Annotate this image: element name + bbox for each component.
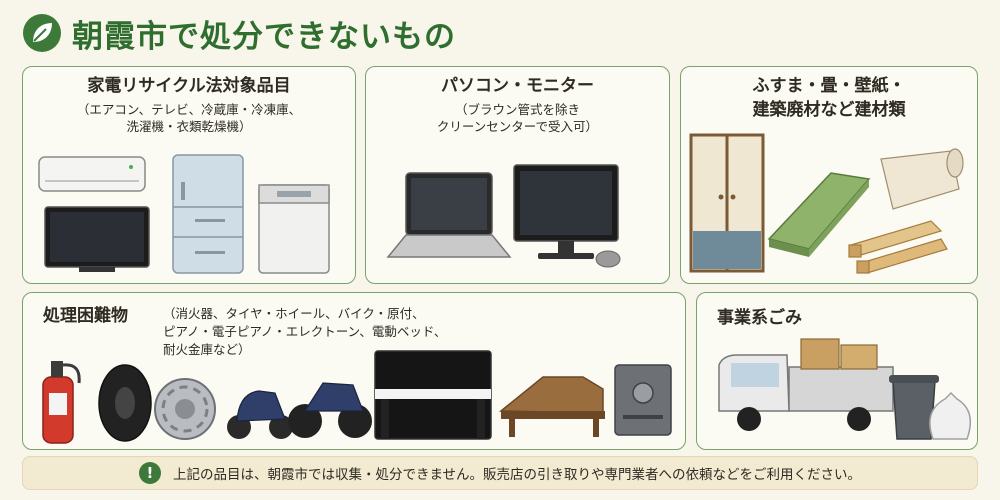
page-title: 朝霞市で処分できないもの — [72, 18, 456, 55]
panel-title: 処理困難物 — [43, 306, 128, 326]
tatami-icon — [767, 172, 871, 257]
exclamation-icon: ! — [138, 462, 161, 484]
header: 朝霞市で処分できないもの — [22, 10, 456, 56]
subtitle-line: （消火器、タイヤ・ホイール、バイク・原付、 — [163, 306, 425, 321]
electric-bed-icon — [498, 376, 605, 437]
difficult-illustration — [42, 350, 672, 444]
notice-text: 上記の品目は、朝霞市では収集・処分できません。販売店の引き取りや専門業者への依頼… — [172, 467, 862, 483]
television-icon — [44, 206, 150, 272]
building-illustration — [689, 133, 964, 274]
washing-machine-icon — [258, 184, 330, 274]
garbage-bag-icon — [929, 391, 972, 440]
trash-can-icon — [889, 375, 939, 440]
subtitle-line: クリーンセンターで受入可） — [436, 119, 599, 134]
panel-title: 家電リサイクル法対象品目 — [87, 76, 291, 96]
panel-title: 建築廃材など建材類 — [752, 100, 906, 120]
mouse-icon — [595, 250, 621, 268]
air-conditioner-icon — [38, 156, 146, 192]
notice-bar: ! 上記の品目は、朝霞市では収集・処分できません。販売店の引き取りや専門業者への… — [22, 456, 978, 490]
business-illustration — [718, 338, 972, 440]
laptop-icon — [386, 172, 512, 258]
panel-building-materials: ふすま・畳・壁紙・ 建築廃材など建材類 — [680, 66, 978, 284]
appliances-illustration — [38, 154, 330, 274]
refrigerator-icon — [172, 154, 244, 274]
truck-icon — [718, 338, 894, 431]
panel-title: ふすま・畳・壁紙・ — [752, 76, 906, 96]
panel-title: パソコン・モニター — [441, 76, 594, 96]
scooter-icon — [227, 390, 293, 439]
panel-subtitle: （消火器、タイヤ・ホイール、バイク・原付、 ピアノ・電子ピアノ・エレクトーン、電… — [163, 305, 446, 359]
panel-subtitle: （ブラウン管式を除き クリーンセンターで受入可） — [366, 101, 669, 135]
safe-icon — [614, 364, 672, 436]
subtitle-line: ピアノ・電子ピアノ・エレクトーン、電動ベッド、 — [163, 324, 447, 339]
monitor-icon — [513, 164, 619, 259]
panel-title: 事業系ごみ — [717, 308, 802, 328]
subtitle-line: 耐火金庫など） — [163, 342, 251, 357]
pc-illustration — [386, 164, 621, 268]
subtitle-line: 洗濯機・衣類乾燥機） — [126, 119, 252, 134]
panel-pc-monitor: パソコン・モニター （ブラウン管式を除き クリーンセンターで受入可） — [365, 66, 670, 284]
piano-icon — [374, 350, 492, 440]
fusuma-icon — [689, 133, 765, 273]
wheel-icon — [154, 378, 216, 440]
panel-subtitle: （エアコン、テレビ、冷蔵庫・冷凍庫、 洗濯機・衣類乾燥機） — [23, 101, 355, 135]
lumber-icon — [848, 220, 948, 274]
panel-difficult-items: 処理困難物 （消火器、タイヤ・ホイール、バイク・原付、 ピアノ・電子ピアノ・エレ… — [22, 292, 686, 450]
panel-business-waste: 事業系ごみ — [696, 292, 978, 450]
tire-icon — [98, 364, 152, 442]
wallpaper-roll-icon — [880, 148, 964, 210]
fire-extinguisher-icon — [42, 361, 81, 444]
leaf-icon — [23, 14, 61, 52]
subtitle-line: （ブラウン管式を除き — [454, 102, 580, 117]
subtitle-line: （エアコン、テレビ、冷蔵庫・冷凍庫、 — [76, 102, 302, 117]
motorcycle-icon — [288, 382, 372, 438]
panel-appliances: 家電リサイクル法対象品目 （エアコン、テレビ、冷蔵庫・冷凍庫、 洗濯機・衣類乾燥… — [22, 66, 356, 284]
